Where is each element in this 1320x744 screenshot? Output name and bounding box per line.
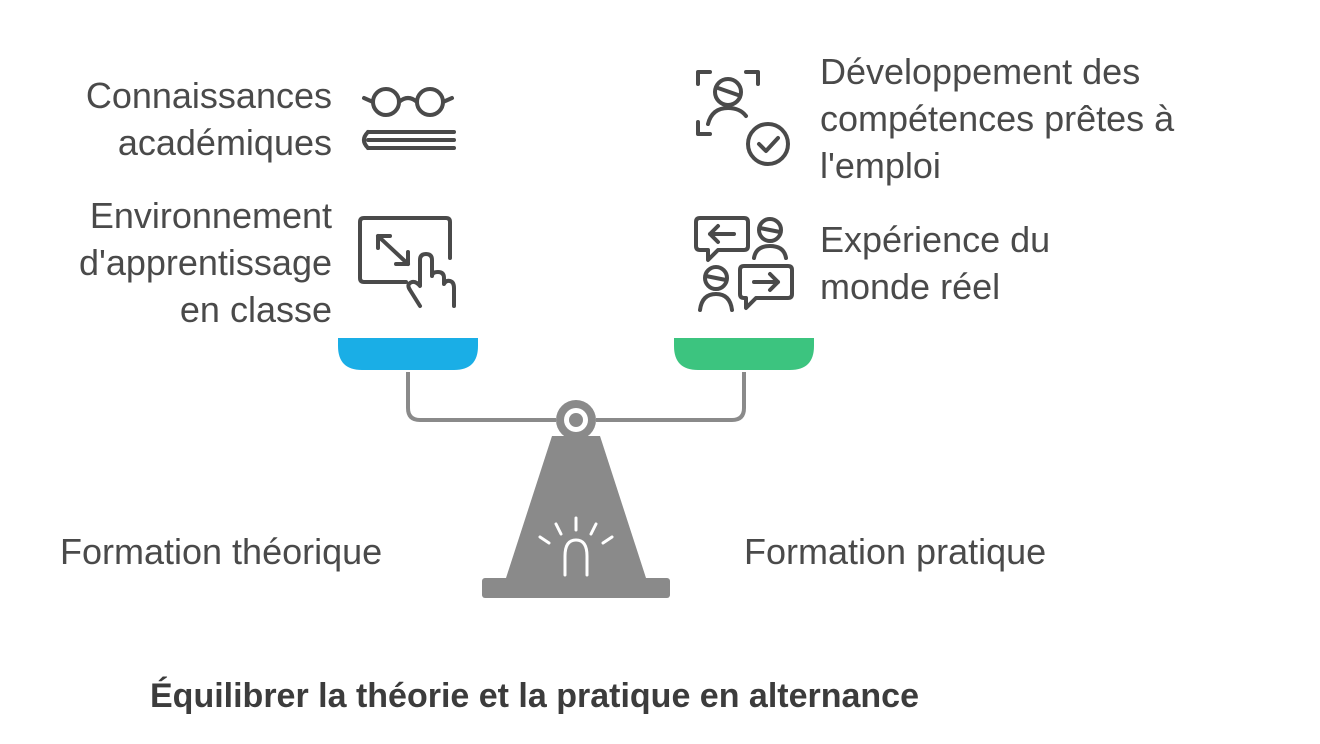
conversation-icon [694, 216, 794, 312]
alert-light-icon [538, 516, 614, 577]
label-formation-theorique: Formation théorique [60, 531, 383, 572]
right-pan [674, 338, 814, 370]
glasses-book-icon [362, 87, 456, 150]
diagram-title: Équilibrer la théorie et la pratique en … [150, 677, 920, 715]
label-developpement-competences: Développement des compétences prêtes à l… [820, 51, 1175, 186]
label-experience-monde-reel: Expérience du monde réel [820, 219, 1051, 307]
scale-arm-left [406, 372, 556, 422]
scale-base [482, 578, 670, 598]
label-connaissances-academiques: Connaissances académiques [85, 75, 332, 163]
scale-arm-right [596, 372, 746, 422]
label-formation-pratique: Formation pratique [744, 531, 1047, 572]
touch-screen-icon [358, 216, 456, 308]
scale-stand [506, 436, 646, 578]
person-check-icon [696, 70, 790, 166]
left-pan [338, 338, 478, 370]
label-environnement-apprentissage: Environnement d'apprentissage en classe [78, 195, 332, 330]
